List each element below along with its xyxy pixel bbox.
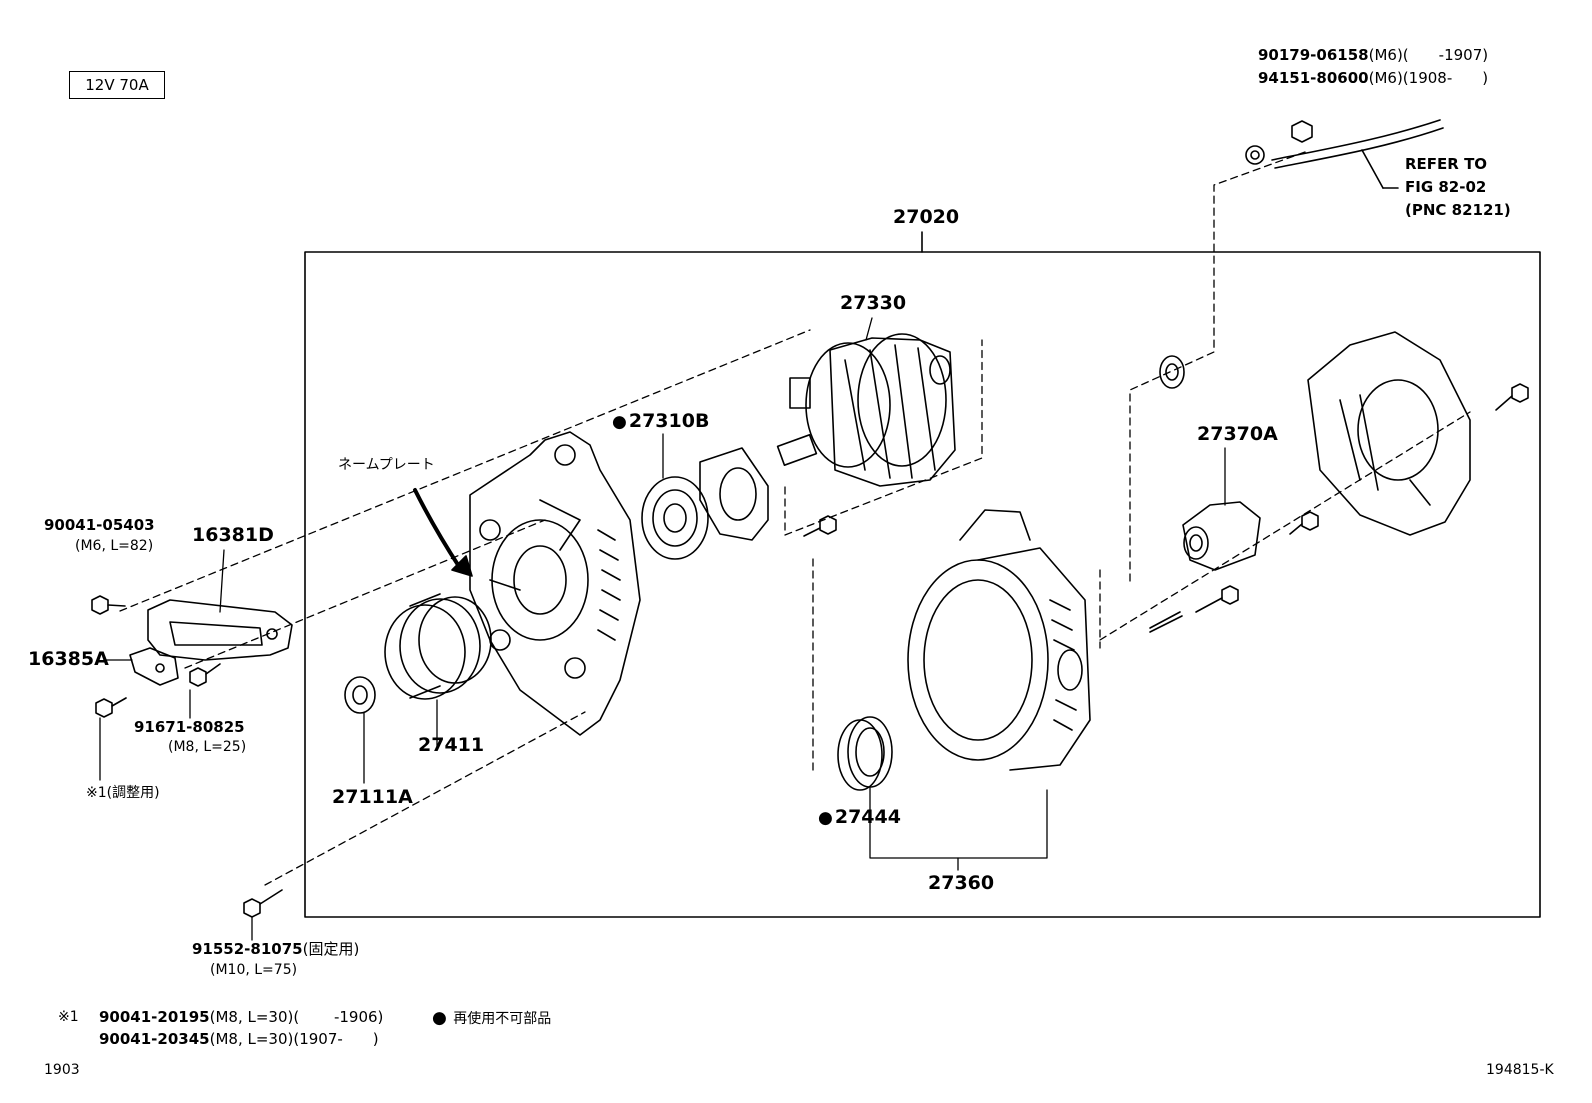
dashed-assembly-lines: [119, 151, 1471, 886]
footnote-marker: ※1: [58, 1009, 79, 1025]
retainer-plate-drawing: [699, 447, 769, 541]
bracket-drawing: [129, 599, 293, 686]
bearing-rear-drawing: [837, 716, 893, 791]
bolt2-spec: (M8, L=25): [168, 739, 247, 755]
rear-cover-drawing: [1307, 331, 1471, 536]
refer-line3: (PNC 82121): [1405, 201, 1511, 219]
non-reusable-dot-icon: ●: [612, 412, 627, 432]
leader-lines: [99, 317, 1226, 941]
part-bearing-rear: ●27444: [818, 808, 901, 827]
legend-dot-icon: ●: [432, 1008, 447, 1028]
part-bracket: 16381D: [192, 524, 274, 546]
nameplate-label: ネームプレート: [338, 457, 435, 473]
part-rotor: 27330: [840, 292, 907, 314]
page-code: 1903: [44, 1062, 80, 1078]
bearing-front-drawing: [641, 476, 709, 560]
part-stator-group: 27360: [928, 872, 995, 894]
pulley-drawing: [384, 593, 492, 700]
top-right-part2: 94151-80600: [1258, 69, 1369, 87]
top-right-line1: 90179-06158(M6)( -1907): [1258, 48, 1488, 63]
assembly-number: 27020: [893, 206, 960, 228]
top-right-spec2: (M6)(1908- ): [1368, 69, 1489, 87]
footnote-part1: 90041-20195: [99, 1008, 210, 1026]
part-nut: 27111A: [332, 786, 413, 808]
bolt3-suffix: (固定用): [302, 940, 360, 958]
footnote-legend: ● 再使用不可部品: [432, 1010, 551, 1027]
top-right-line2: 94151-80600(M6)(1908- ): [1258, 71, 1488, 86]
nut-drawing: [344, 676, 376, 714]
nameplate-arrow: [413, 488, 473, 577]
regulator-drawing: [1182, 501, 1261, 571]
bolt1-spec: (M6, L=82): [75, 538, 154, 554]
bolt3-number: 91552-81075: [192, 940, 303, 958]
spec-label: 12V 70A: [69, 71, 165, 99]
top-right-spec1: (M6)( -1907): [1368, 46, 1489, 64]
bolt1-number: 90041-05403: [44, 516, 155, 534]
wire-harness: [1245, 119, 1444, 189]
footnote-spec2: (M8, L=30)(1907- ): [209, 1030, 379, 1048]
assembly-box: [304, 251, 1541, 918]
part-bearing-rear-number: 27444: [834, 806, 901, 828]
bolt2-number: 91671-80825: [134, 718, 245, 736]
drive-end-frame-drawing: [469, 431, 641, 736]
part-bracket-sub: 16385A: [28, 648, 109, 670]
bolt-drawings: [91, 383, 1529, 918]
adjust-note: ※1(調整用): [86, 785, 160, 801]
clip-drawing: [1159, 355, 1185, 389]
legend-text: 再使用不可部品: [453, 1011, 552, 1027]
part-regulator: 27370A: [1197, 423, 1278, 445]
figure-code: 194815-K: [1486, 1062, 1554, 1078]
rotor-drawing: [776, 333, 956, 487]
bolt3-spec: (M10, L=75): [210, 962, 298, 978]
refer-line1: REFER TO: [1405, 155, 1488, 173]
footnote-part2: 90041-20345: [99, 1030, 210, 1048]
part-bearing-front: ●27310B: [612, 412, 709, 431]
stator-frame-drawing: [907, 509, 1091, 771]
part-bearing-front-number: 27310B: [628, 410, 710, 432]
part-pulley: 27411: [418, 734, 485, 756]
non-reusable-dot-icon: ●: [818, 808, 833, 828]
bolt3-line: 91552-81075(固定用): [192, 942, 359, 957]
top-right-part1: 90179-06158: [1258, 46, 1369, 64]
footnote-line1: 90041-20195(M8, L=30)( -1906): [99, 1010, 383, 1025]
refer-line2: FIG 82-02: [1405, 178, 1487, 196]
footnote-line2: 90041-20345(M8, L=30)(1907- ): [99, 1032, 379, 1047]
footnote-spec1: (M8, L=30)( -1906): [209, 1008, 384, 1026]
